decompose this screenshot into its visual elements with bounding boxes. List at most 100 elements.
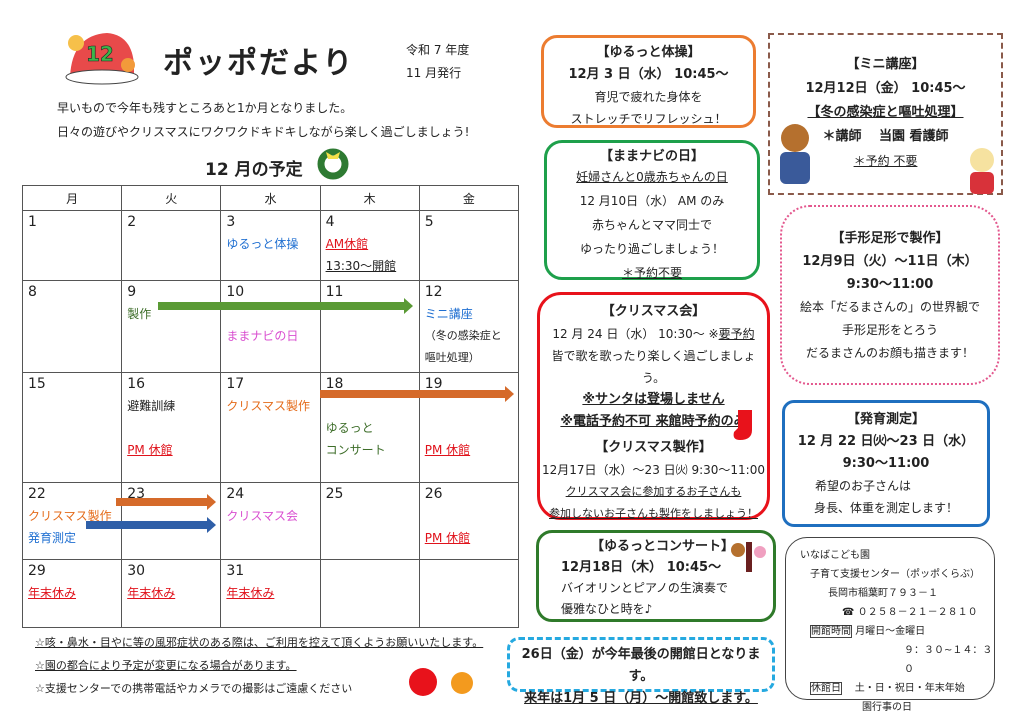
- mini-koza-box: 【ミニ講座】12月12日（金） 10:45～【冬の感染症と嘔吐処理】＊講師 当園…: [768, 33, 1003, 195]
- apple-icon: [407, 665, 477, 701]
- event-label: [326, 395, 414, 417]
- day-number: 19: [424, 376, 443, 392]
- calendar-day: 15: [21, 372, 123, 483]
- taiso-box: 【ゆるっと体操】12月 3 日（水） 10:45～育児で疲れた身体をストレッチで…: [541, 35, 756, 128]
- concert-box: 【ゆるっとコンサート】12月18日（木） 10:45～バイオリンとピアノの生演奏…: [536, 530, 776, 622]
- intro-line: 早いもので今年も残すところあと1か月となりました。: [57, 101, 353, 115]
- event-label: 嘔吐処理）: [424, 351, 480, 364]
- event-label: PM 休館: [127, 443, 173, 457]
- day-number: 9: [127, 284, 137, 300]
- event-label: クリスマス製作: [28, 509, 112, 523]
- schedule-title: 12 月の予定: [205, 160, 303, 180]
- weekday-header: 火: [121, 185, 222, 211]
- day-number: 24: [226, 486, 245, 502]
- calendar-day: 3 ゆるっと体操: [220, 210, 321, 281]
- calendar-day: [319, 559, 420, 628]
- event-label: ままナビの日: [226, 329, 299, 343]
- arrow-christmas-seisaku-2: [116, 494, 216, 510]
- event-label: （冬の感染症と: [424, 329, 502, 342]
- day-number: 5: [424, 214, 434, 230]
- day-number: 26: [424, 486, 443, 502]
- last-day-box: 26日（金）が今年最後の開館日となります。来年は1月 5 日（月）～開館致します…: [507, 637, 775, 706]
- day-number: 25: [325, 486, 344, 502]
- day-number: 11: [325, 284, 344, 300]
- arrow-seisaku: [158, 298, 413, 314]
- event-label: PM 休館: [424, 531, 471, 545]
- day-number: 3: [226, 214, 236, 230]
- day-number: 2: [127, 214, 137, 230]
- day-number: 18: [325, 376, 344, 392]
- weekday-header: 木: [319, 185, 420, 211]
- event-label: [425, 395, 513, 417]
- event-label: ミニ講座: [424, 307, 473, 321]
- issue-month: 11 月発行: [406, 66, 462, 80]
- calendar-day: 2: [121, 210, 222, 281]
- day-number: 1: [28, 214, 37, 230]
- newsletter-title: ポッポだより: [163, 46, 355, 81]
- calendar-day: 31 年末休み: [220, 559, 321, 628]
- day-number: 30: [127, 563, 146, 579]
- day-number: 22: [28, 486, 46, 502]
- calendar-day: 16 避難訓練 PM 休館: [121, 372, 222, 483]
- day-number: 4: [325, 214, 335, 230]
- calendar-day: 17 クリスマス製作: [220, 372, 321, 483]
- bear-icon: [770, 120, 820, 199]
- event-label: 製作: [127, 307, 152, 321]
- event-label: 年末休み: [28, 586, 77, 600]
- weekday-header: 水: [220, 185, 321, 211]
- calendar-day: [418, 559, 520, 628]
- arrow-christmas-seisaku: [320, 386, 514, 402]
- event-label: 避難訓練: [127, 399, 176, 413]
- event-label: [425, 505, 513, 527]
- phone-icon: ☎: [842, 607, 855, 618]
- svg-text:12: 12: [86, 42, 114, 66]
- arrow-hatsuiku: [86, 517, 216, 533]
- event-label: ゆるっと体操: [226, 237, 299, 251]
- note: ☆園の都合により予定が変更になる場合があります。: [35, 659, 297, 672]
- calendar-week: 29 年末休み 30 年末休み 31 年末休み: [21, 559, 520, 628]
- calendar-day: 1: [21, 210, 123, 281]
- event-label: [127, 417, 215, 439]
- rabbit-icon: [962, 140, 1002, 204]
- event-label: コンサート: [325, 443, 386, 457]
- event-label: 年末休み: [226, 586, 275, 600]
- day-number: 16: [127, 376, 146, 392]
- event-label: 年末休み: [127, 586, 176, 600]
- note: ☆支援センターでの携帯電話やカメラでの撮影はご遠慮ください: [35, 682, 353, 695]
- calendar-day: 19 PM 休館: [418, 372, 520, 483]
- fiscal-year: 令和 7 年度: [406, 43, 470, 57]
- wreath-icon: [316, 146, 350, 184]
- event-label: 13:30～開館: [325, 259, 397, 273]
- calendar-day: 25: [319, 482, 420, 560]
- weekday-header: 月: [21, 185, 123, 211]
- musicians-icon: [728, 538, 768, 578]
- stocking-icon: [730, 408, 760, 446]
- day-number: 17: [226, 376, 245, 392]
- info-box: いなばこども園 子育て支援センター（ポッポくらぶ） 長岡市稲葉町７９３－１ ☎ …: [785, 537, 995, 713]
- christmas-box: 【クリスマス会】12 月 24 日（水） 10:30～ ※要予約皆で歌を歌ったり…: [537, 292, 770, 520]
- event-label: クリスマス製作: [226, 399, 311, 413]
- event-label: ゆるっと: [325, 421, 374, 435]
- day-number: 31: [226, 563, 245, 579]
- intro-line: 日々の遊びやクリスマスにワクワクドキドキしながら楽しく過ごしましょう!: [57, 125, 470, 139]
- day-number: 29: [28, 563, 46, 579]
- weekday-header: 金: [418, 185, 520, 211]
- calendar-day: 12 ミニ講座 （冬の感染症と嘔吐処理）: [418, 280, 520, 373]
- event-label: [425, 417, 513, 439]
- note: ☆咳・鼻水・目やに等の風邪症状のある際は、ご利用を控えて頂くようお願いいたします…: [35, 636, 484, 649]
- calendar-day: 9 製作: [121, 280, 222, 373]
- calendar-day: 30 年末休み: [121, 559, 222, 628]
- calendar-day: 10 ままナビの日: [220, 280, 321, 373]
- day-number: 12: [424, 284, 443, 300]
- day-number: 8: [28, 284, 37, 300]
- event-label: 発育測定: [28, 531, 77, 545]
